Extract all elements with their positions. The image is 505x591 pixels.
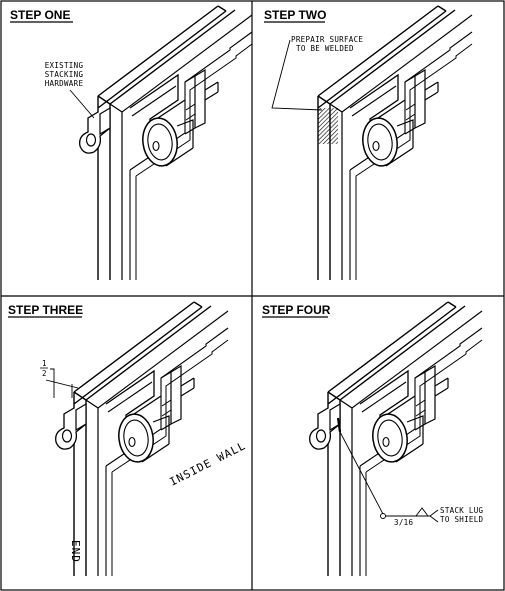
inside-wall-label: INSIDE WALL — [167, 439, 248, 489]
step-one-note-line1: EXISTING — [45, 61, 84, 70]
step-three-fraction-num: 1 — [42, 359, 47, 368]
step-two-title: STEP TWO — [264, 8, 326, 22]
step-two-note-line2: TO BE WELDED — [296, 44, 354, 53]
step-four-note-line2: TO SHIELD — [440, 515, 484, 524]
step-four-note-line1: STACK LUG — [440, 506, 484, 515]
step-four-title: STEP FOUR — [262, 303, 331, 317]
gap-dimension — [45, 368, 79, 398]
weld-all-around-symbol — [380, 513, 386, 519]
fillet-weld-symbol — [415, 507, 429, 517]
step-three-fraction-den: 2 — [42, 369, 47, 378]
end-wall-label: END — [69, 540, 82, 563]
step-four-panel: STEP FOUR 3/16 STACK LUG TO SHIELD — [262, 301, 484, 577]
step-three-title: STEP THREE — [8, 303, 83, 317]
step-two-note-line1: PREPAIR SURFACE — [291, 35, 363, 44]
weld-prep-hatch — [318, 108, 338, 144]
step-two-panel: STEP TWO PREPAIR SURFACE TO BE WELDED — [264, 5, 473, 281]
step-one-note-line2: STACKING — [45, 70, 84, 79]
step-one-note-line3: HARDWARE — [45, 79, 84, 88]
step-one-panel: STEP ONE EXISTING STACKING HARDWARE — [10, 5, 253, 281]
step-one-leader — [69, 89, 95, 119]
step-four-leader — [338, 429, 384, 515]
weld-size-label: 3/16 — [394, 518, 413, 527]
weld-bead — [336, 417, 342, 433]
step-two-leader — [271, 39, 323, 111]
step-three-panel: STEP THREE 1 2 INSIDE WALL END — [8, 301, 248, 577]
weld-tail — [429, 509, 439, 523]
step-one-title: STEP ONE — [10, 8, 70, 22]
